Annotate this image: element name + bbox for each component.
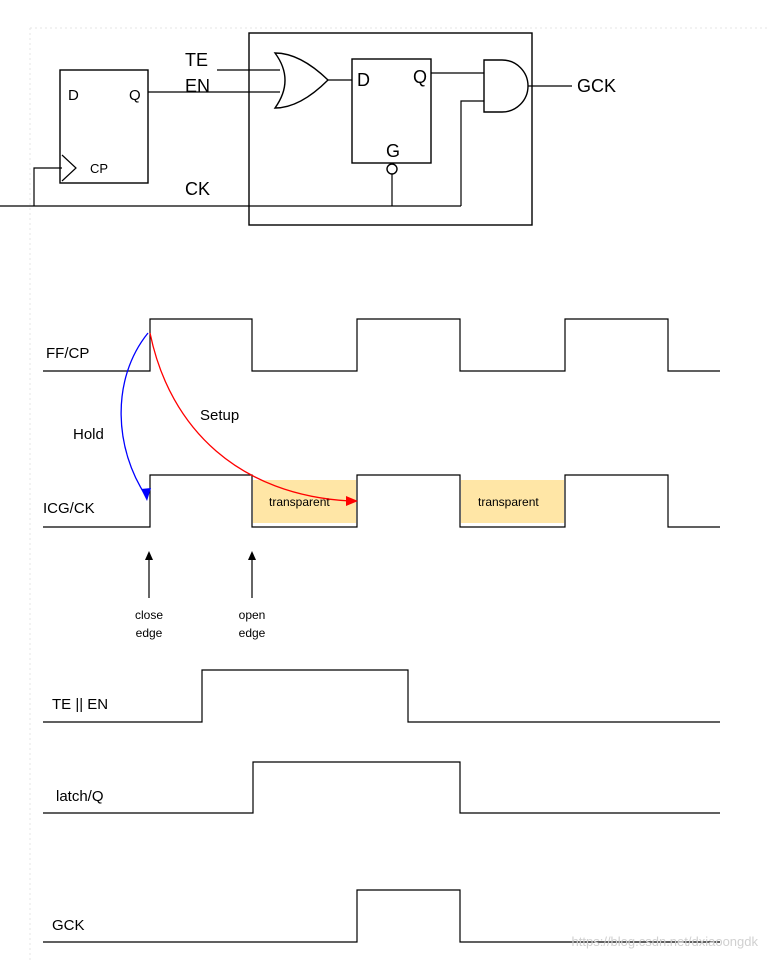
transparent-region-2: [461, 480, 564, 523]
te-label: TE: [185, 50, 208, 70]
transparent-label-2: transparent: [478, 495, 539, 509]
transparent-label-1: transparent: [269, 495, 330, 509]
watermark: https://blog.csdn.net/dxiaoongdk: [572, 934, 759, 949]
icg-ck-label: ICG/CK: [43, 500, 95, 517]
hold-label: Hold: [73, 426, 104, 443]
latch-box: [351, 58, 432, 164]
close-edge-arrow-head: [145, 551, 153, 560]
setup-arrow-head: [346, 496, 358, 506]
te-en-label: TE || EN: [52, 696, 108, 713]
ff-cp-label: FF/CP: [46, 345, 89, 362]
gck-label: GCK: [52, 917, 85, 934]
open-edge-label-1: open: [239, 608, 266, 622]
setup-label: Setup: [200, 407, 239, 424]
latch-d-label: D: [357, 70, 370, 90]
latch-g-bubble: [386, 163, 398, 175]
icg-ck-waveform: [43, 474, 720, 528]
ck-label: CK: [185, 179, 210, 199]
or-gate: [273, 52, 329, 109]
flipflop-clock-triangle: [61, 154, 77, 182]
te-en-waveform: [43, 669, 720, 723]
setup-arrow: [149, 332, 351, 502]
hold-arrow: [120, 332, 149, 497]
gck-output-label: GCK: [577, 76, 616, 96]
transparent-region-1: [253, 480, 356, 523]
flipflop-cp-label: CP: [90, 161, 108, 176]
ff-cp-waveform: [43, 318, 720, 372]
flipflop-q-label: Q: [129, 87, 141, 104]
and-gate: [483, 59, 529, 113]
open-edge-label-2: edge: [239, 626, 266, 640]
flipflop-d-label: D: [68, 87, 79, 104]
gck-waveform: [43, 889, 720, 943]
flipflop-box: [59, 69, 149, 184]
latch-q-label: Q: [413, 67, 427, 87]
icg-cell-box: [248, 32, 533, 226]
ff-clock-wire: [33, 167, 62, 206]
close-edge-label-2: edge: [136, 626, 163, 640]
open-edge-arrow-head: [248, 551, 256, 560]
latch-q-waveform: [43, 761, 720, 814]
hold-arrow-head: [141, 488, 151, 501]
latch-q-label: latch/Q: [56, 788, 104, 805]
close-edge-label-1: close: [135, 608, 163, 622]
waveforms: transparent transparent FF/CP ICG/CK TE …: [43, 318, 720, 943]
latch-g-label: G: [386, 141, 400, 161]
circuit-schematic: D Q CP TE EN D Q G GCK CK: [0, 32, 616, 226]
and-clock-wire: [460, 100, 484, 206]
en-label: EN: [185, 76, 210, 96]
